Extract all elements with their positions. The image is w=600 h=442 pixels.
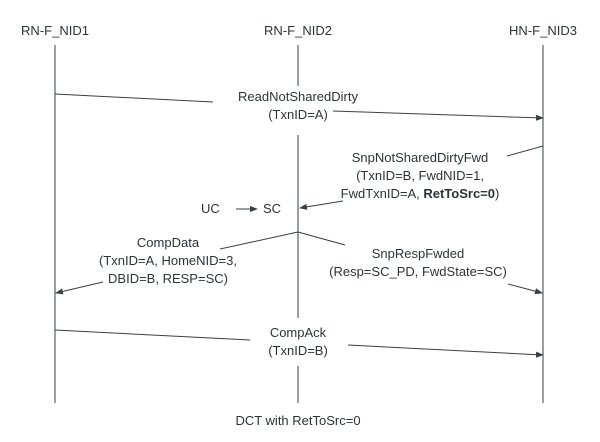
compdata-line3: DBID=B, RESP=SC)	[108, 271, 228, 286]
read-label: ReadNotSharedDirty (TxnID=A)	[238, 88, 358, 124]
snp-arrow-start	[506, 145, 544, 157]
snpresp-label: SnpRespFwded (Resp=SC_PD, FwdState=SC)	[329, 245, 507, 281]
snpresp-arrow-start	[297, 231, 346, 246]
state-from: UC	[201, 201, 220, 216]
snpresp-line2: (Resp=SC_PD, FwdState=SC)	[329, 264, 507, 279]
read-arrow-start	[54, 93, 214, 103]
snp-line3a: FwdTxnID=A,	[340, 186, 424, 201]
read-name: ReadNotSharedDirty	[238, 89, 358, 104]
compack-label: CompAck (TxnID=B)	[268, 324, 328, 360]
diagram-caption: DCT with RetToSrc=0	[235, 413, 361, 428]
state-to: SC	[263, 201, 282, 216]
compdata-name: CompData	[136, 235, 200, 250]
compdata-arrow-start	[219, 231, 299, 250]
snp-label: SnpNotSharedDirtyFwd (TxnID=B, FwdNID=1,…	[341, 149, 500, 203]
read-params: (TxnID=A)	[268, 107, 328, 122]
lifeline-label-hn-f-nid3: HN-F_NID3	[509, 23, 577, 38]
compack-arrow-end	[347, 344, 544, 358]
snp-line2: (TxnID=B, FwdNID=1,	[356, 168, 484, 183]
read-arrow-end	[332, 110, 544, 121]
snp-line3: FwdTxnID=A, RetToSrc=0)	[341, 185, 500, 203]
snpresp-arrow-end	[507, 283, 543, 295]
compdata-label: CompData (TxnID=A, HomeNID=3, DBID=B, RE…	[99, 234, 237, 288]
compack-name: CompAck	[269, 325, 327, 340]
snp-arrow-end	[299, 200, 344, 210]
compack-params: (TxnID=B)	[268, 343, 328, 358]
compdata-line2: (TxnID=A, HomeNID=3,	[99, 253, 237, 268]
lifeline-label-rn-f-nid2: RN-F_NID2	[264, 23, 332, 38]
lifeline-label-rn-f-nid1: RN-F_NID1	[21, 23, 89, 38]
snp-name: SnpNotSharedDirtyFwd	[351, 150, 489, 165]
snp-line3c: )	[495, 186, 500, 201]
snp-rettosrc: RetToSrc=0	[423, 186, 496, 201]
snpresp-name: SnpRespFwded	[371, 246, 465, 261]
compack-arrow-start	[54, 329, 251, 341]
compdata-arrow-end	[55, 281, 104, 295]
